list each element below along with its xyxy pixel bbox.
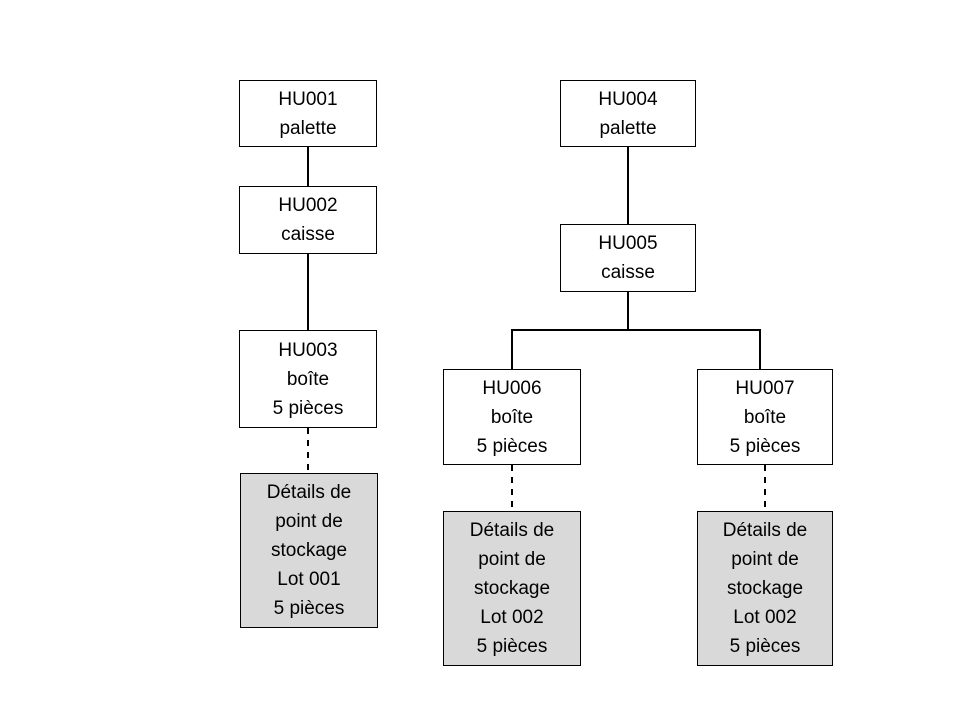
node-text-line: 5 pièces — [476, 435, 548, 457]
node-text-line: HU006 — [482, 377, 542, 399]
node-hu005: HU005 caisse — [560, 224, 696, 292]
node-hu006: HU006 boîte 5 pièces — [443, 369, 581, 465]
node-text-line: palette — [279, 117, 337, 139]
node-text-line: Détails de — [722, 520, 808, 541]
node-text-line: 5 pièces — [273, 598, 345, 619]
node-text-line: 5 pièces — [729, 636, 801, 657]
node-text-line: point de — [275, 511, 343, 532]
node-text-line: 5 pièces — [272, 397, 344, 419]
node-text-line: boîte — [490, 406, 534, 428]
node-text-line: HU005 — [598, 233, 658, 254]
node-text-line: HU003 — [278, 339, 338, 361]
node-text-line: boîte — [286, 368, 330, 390]
node-text-line: point de — [478, 549, 546, 570]
node-text-line: point de — [731, 549, 799, 570]
node-text-line: stockage — [270, 540, 348, 561]
node-text-line: caisse — [601, 262, 655, 283]
node-text-line: palette — [599, 117, 657, 139]
node-text-line: stockage — [473, 578, 551, 599]
node-text-line: Détails de — [266, 482, 352, 503]
node-text-line: HU001 — [278, 88, 338, 110]
node-text-line: HU007 — [735, 377, 795, 399]
node-hu002: HU002 caisse — [239, 186, 377, 254]
node-text-line: Lot 002 — [480, 607, 544, 628]
node-text-line: Lot 002 — [733, 607, 797, 628]
node-hu003: HU003 boîte 5 pièces — [239, 330, 377, 428]
node-text-line: 5 pièces — [476, 636, 548, 657]
node-text-line: HU004 — [598, 88, 658, 110]
node-text-line: Lot 001 — [277, 569, 341, 590]
node-hu004: HU004 palette — [560, 80, 696, 147]
node-text-line: boîte — [743, 406, 787, 428]
node-hu007: HU007 boîte 5 pièces — [697, 369, 833, 465]
node-text-line: HU002 — [278, 195, 338, 216]
node-text-line: caisse — [281, 224, 335, 245]
node-text-line: Détails de — [469, 520, 555, 541]
node-text-line: stockage — [726, 578, 804, 599]
node-text-line: 5 pièces — [729, 435, 801, 457]
node-hu001: HU001 palette — [239, 80, 377, 147]
